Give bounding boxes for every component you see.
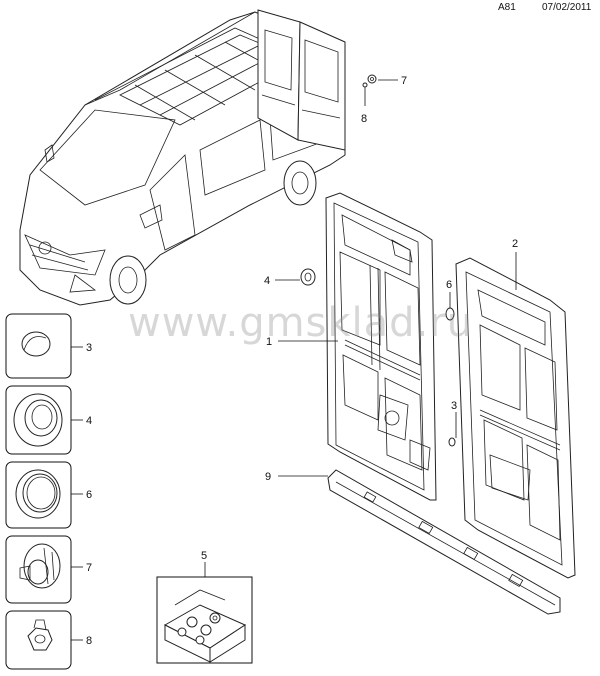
left-rear-door <box>325 192 437 501</box>
hardware-kit-box <box>156 576 253 664</box>
legend-box-3: 3 <box>5 313 92 379</box>
callout-2: 2 <box>512 238 518 250</box>
callout-4: 4 <box>264 275 270 287</box>
legend-number-7: 7 <box>86 562 92 574</box>
callout-8-top: 8 <box>361 113 367 125</box>
callout-6: 6 <box>446 279 452 291</box>
part-8-small <box>362 82 368 106</box>
legend-number-6: 6 <box>86 489 92 501</box>
door-sill-strip <box>327 469 561 615</box>
diagram-date: 07/02/2011 <box>542 2 592 13</box>
legend-number-4: 4 <box>86 415 92 427</box>
legend-box-8: 8 <box>5 610 92 670</box>
right-rear-door <box>455 257 576 579</box>
callout-3-door: 3 <box>451 400 457 412</box>
legend-box-4: 4 <box>5 385 92 455</box>
van-illustration <box>19 9 346 306</box>
part-7-small <box>367 74 377 84</box>
callout-9: 9 <box>265 471 271 483</box>
legend-box-7: 7 <box>5 535 92 604</box>
callout-5: 5 <box>201 550 207 562</box>
legend-number-3: 3 <box>86 342 92 354</box>
legend-number-8: 8 <box>86 635 92 647</box>
callout-7-top: 7 <box>401 75 407 87</box>
watermark-text: www.gmsklad.ru <box>128 300 474 346</box>
callout-1: 1 <box>266 336 272 348</box>
part-4-grommet <box>300 268 316 286</box>
part-3-plug <box>448 437 456 447</box>
diagram-code: A81 <box>498 2 516 13</box>
legend-box-6: 6 <box>5 461 92 529</box>
